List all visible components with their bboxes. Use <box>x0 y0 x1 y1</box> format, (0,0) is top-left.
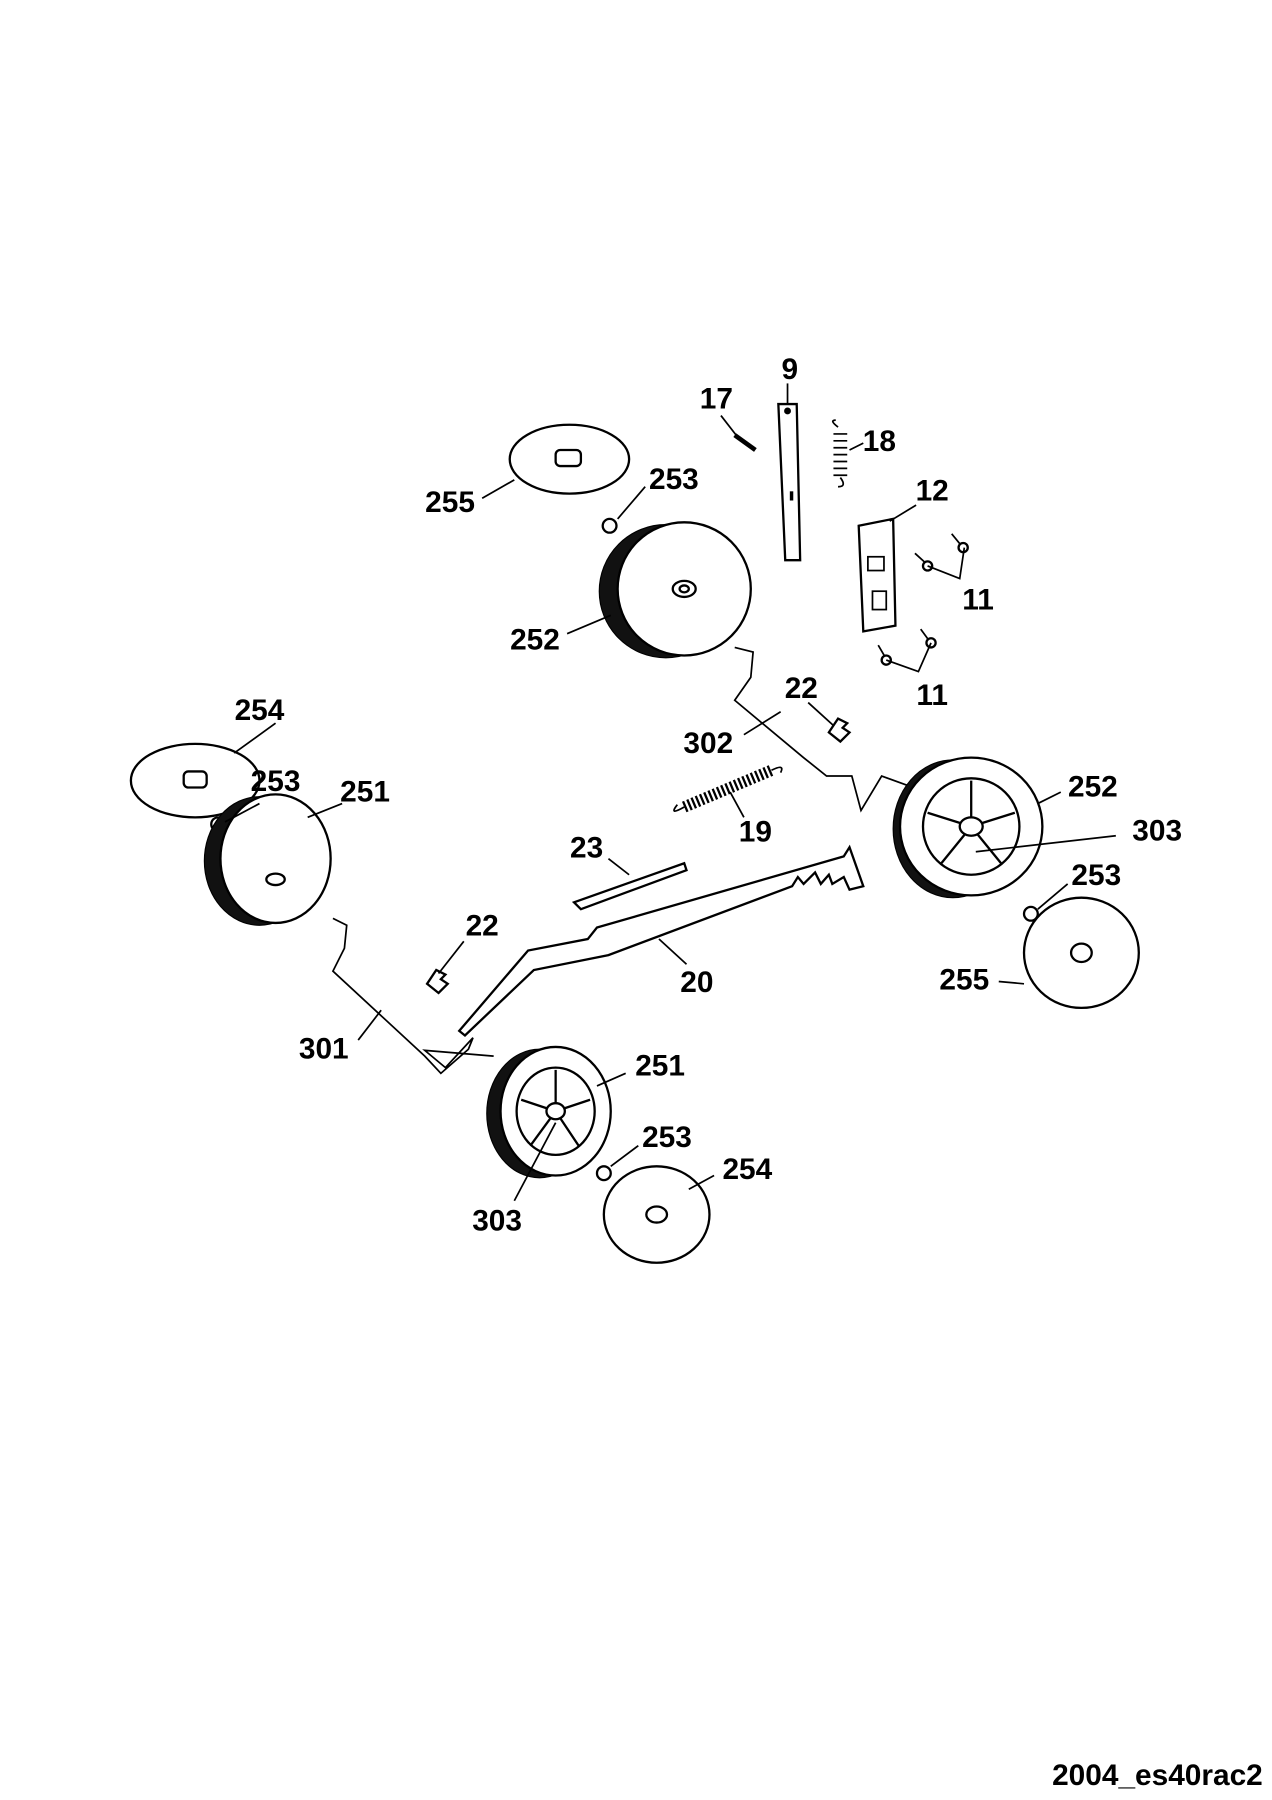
wheel-252-right <box>892 756 1044 899</box>
label-255: 255 <box>425 486 475 519</box>
label-22: 22 <box>466 910 499 943</box>
spring-19 <box>673 764 783 813</box>
hubcap-254-front <box>602 1165 711 1264</box>
label-303: 303 <box>1132 814 1182 847</box>
label-11: 11 <box>962 584 994 617</box>
label-11: 11 <box>916 679 948 712</box>
label-301: 301 <box>299 1032 349 1065</box>
strip-23 <box>571 861 688 911</box>
label-22: 22 <box>785 672 818 705</box>
clip-22-upper <box>827 717 852 744</box>
pin-17 <box>733 433 757 452</box>
spring-18 <box>831 419 848 488</box>
lever-20 <box>457 844 865 1037</box>
label-303: 303 <box>472 1205 522 1238</box>
wheel-251-front <box>486 1045 612 1179</box>
bar-9 <box>777 402 802 562</box>
plate-12 <box>857 517 897 633</box>
label-20: 20 <box>680 966 713 999</box>
hubcap-254-left <box>129 742 261 819</box>
label-17: 17 <box>700 383 733 416</box>
wheel-251-left <box>203 793 332 926</box>
label-254: 254 <box>235 694 285 727</box>
hubcap-255-top <box>508 423 631 495</box>
nut-253-top <box>601 517 618 534</box>
label-253: 253 <box>649 463 699 496</box>
wheel-252-top <box>598 521 752 659</box>
label-302: 302 <box>683 727 733 760</box>
label-252: 252 <box>1068 771 1118 804</box>
label-253: 253 <box>1071 859 1121 892</box>
label-253: 253 <box>251 765 301 798</box>
part-labels: 9 17 18 12 255 253 252 11 11 22 302 254 … <box>235 353 1182 1238</box>
drawing-code: 2004_es40rac2 <box>1052 1759 1263 1792</box>
clip-22-lower <box>425 968 450 995</box>
rod-302 <box>733 646 908 813</box>
label-252: 252 <box>510 624 560 657</box>
label-12: 12 <box>916 475 949 508</box>
rod-301 <box>331 917 494 1075</box>
label-251: 251 <box>340 775 390 808</box>
nut-253-front <box>595 1165 612 1182</box>
label-23: 23 <box>570 832 603 865</box>
label-255: 255 <box>939 964 989 997</box>
label-253: 253 <box>642 1121 692 1154</box>
screws-11 <box>877 533 969 666</box>
label-251: 251 <box>635 1050 685 1083</box>
nut-253-right <box>1022 905 1039 922</box>
label-254: 254 <box>722 1153 772 1186</box>
hubcap-255-right <box>1022 896 1140 1010</box>
label-18: 18 <box>863 425 896 458</box>
label-19: 19 <box>739 815 772 848</box>
leader-lines <box>224 383 1116 1202</box>
label-9: 9 <box>782 353 799 386</box>
